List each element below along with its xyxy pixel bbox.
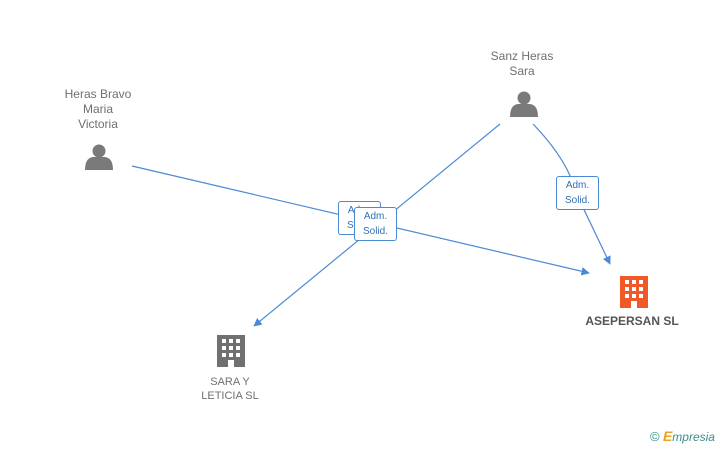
building-icon[interactable]	[620, 276, 648, 308]
person-label-sanz-heras[interactable]: Sanz Heras Sara	[472, 49, 572, 79]
label-line: Sanz Heras	[490, 49, 554, 63]
company-label-asepersan[interactable]: ASEPERSAN SL	[585, 314, 679, 328]
brand-initial: E	[662, 428, 673, 444]
label-line: Heras Bravo	[64, 87, 132, 101]
label-line: SARA Y	[210, 376, 250, 388]
person-icon[interactable]	[85, 144, 113, 171]
role-line: Solid.	[564, 195, 590, 206]
role-line: Adm.	[363, 211, 388, 222]
role-line: Solid.	[362, 226, 388, 237]
label-line: Sara	[509, 64, 535, 78]
label-line: Maria	[82, 102, 113, 116]
building-icon[interactable]	[217, 335, 245, 367]
company-label-sara-leticia[interactable]: SARA Y LETICIA SL	[180, 375, 280, 403]
role-line: Adm.	[565, 180, 590, 191]
person-icon[interactable]	[510, 91, 538, 118]
empresia-watermark: © Empresia	[650, 428, 715, 444]
copyright-symbol: ©	[650, 429, 660, 444]
role-badge-sanz-asepersan[interactable]: Adm. Solid.	[556, 176, 599, 210]
role-badge-sanz-sara-leticia[interactable]: Adm. Solid.	[354, 207, 397, 241]
person-label-heras-bravo[interactable]: Heras Bravo Maria Victoria	[48, 87, 148, 132]
label-line: Victoria	[78, 117, 118, 131]
label-line: LETICIA SL	[201, 390, 259, 402]
brand-name: mpresia	[672, 430, 715, 444]
